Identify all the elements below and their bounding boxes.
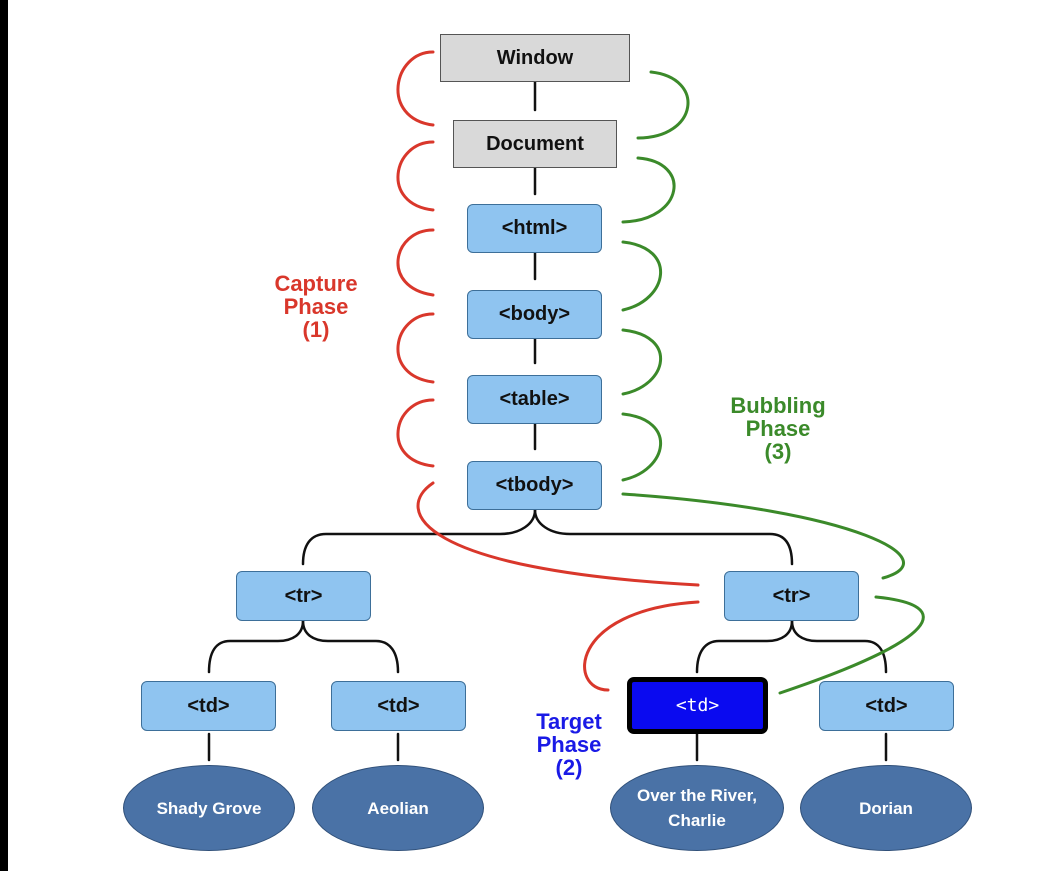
edge-tbody-tr-right bbox=[533, 508, 794, 566]
node-tr-right: <tr> bbox=[724, 571, 859, 621]
bubbling-phase-line-3: (3) bbox=[764, 439, 792, 464]
bubbling-phase-line-1: Bubbling bbox=[730, 393, 826, 418]
leaf-aeolian: Aeolian bbox=[312, 765, 484, 851]
node-tbody: <tbody> bbox=[467, 461, 602, 510]
node-html: <html> bbox=[467, 204, 602, 253]
target-phase-line-1: Target bbox=[536, 709, 602, 734]
leaf-dorian: Dorian bbox=[800, 765, 972, 851]
node-body: <body> bbox=[467, 290, 602, 339]
node-document: Document bbox=[453, 120, 617, 168]
node-tr-left: <tr> bbox=[236, 571, 371, 621]
bubbling-phase-label: Bubbling Phase (3) bbox=[713, 394, 843, 463]
node-td-2: <td> bbox=[331, 681, 466, 731]
target-phase-line-2: Phase bbox=[536, 732, 602, 757]
capture-phase-line-2: Phase bbox=[283, 294, 349, 319]
node-td-1: <td> bbox=[141, 681, 276, 731]
edge-trright-tdtarget bbox=[695, 619, 794, 674]
node-td-target: <td> bbox=[627, 677, 768, 734]
capture-phase-line-3: (1) bbox=[302, 317, 330, 342]
edge-trright-td4 bbox=[790, 619, 888, 674]
leaf-shady-grove: Shady Grove bbox=[123, 765, 295, 851]
event-flow-diagram: Window Document <html> <body> <table> <t… bbox=[8, 0, 1061, 871]
node-td-4: <td> bbox=[819, 681, 954, 731]
diagram-connectors bbox=[207, 50, 925, 762]
edge-trleft-td1 bbox=[207, 619, 305, 674]
bubbling-arcs bbox=[621, 70, 925, 695]
edge-trleft-td2 bbox=[301, 619, 400, 674]
node-table: <table> bbox=[467, 375, 602, 424]
bubbling-phase-line-2: Phase bbox=[745, 416, 811, 441]
capture-phase-line-1: Capture bbox=[274, 271, 358, 296]
capture-arcs bbox=[396, 50, 700, 692]
edge-tbody-tr-left bbox=[301, 508, 537, 566]
capture-phase-label: Capture Phase (1) bbox=[254, 272, 378, 341]
target-phase-label: Target Phase (2) bbox=[513, 710, 625, 779]
tree-edges bbox=[207, 80, 888, 762]
node-window: Window bbox=[440, 34, 630, 82]
target-phase-line-3: (2) bbox=[555, 755, 583, 780]
leaf-over-the-river-charlie: Over the River, Charlie bbox=[610, 765, 784, 851]
